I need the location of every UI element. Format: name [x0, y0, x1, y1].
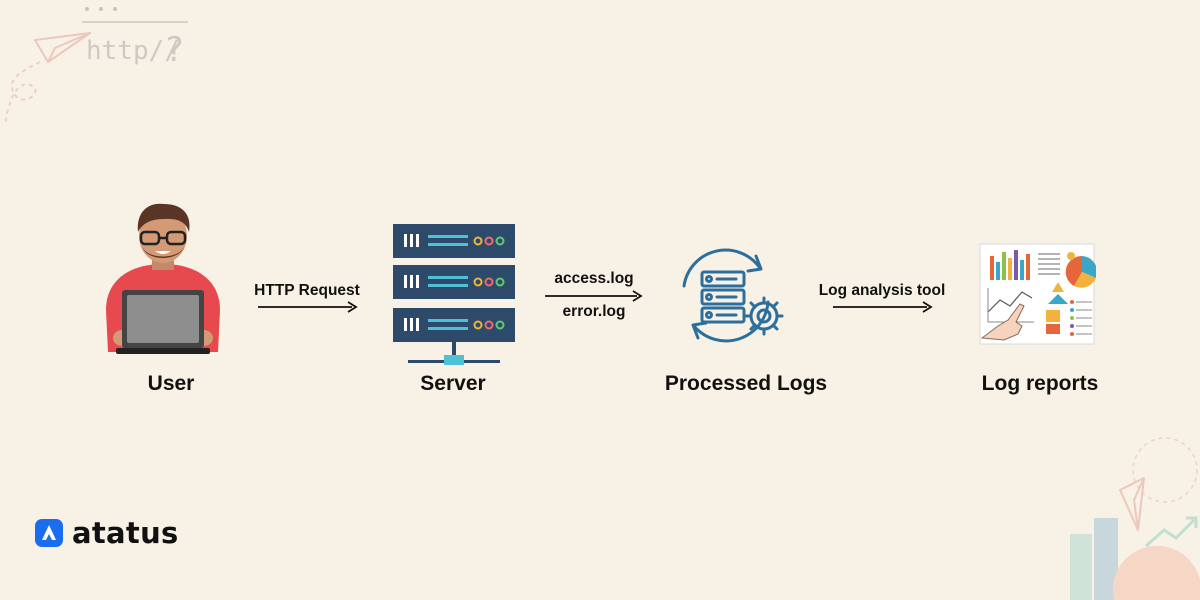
bottom-right-decoration [1070, 437, 1200, 600]
server-rack-icon [393, 224, 515, 365]
edge-label-http-request: HTTP Request [254, 282, 360, 299]
brand-logo: atatus [34, 516, 179, 550]
report-dashboard-icon [979, 243, 1096, 345]
paper-plane-icon [34, 32, 91, 63]
edge-label-access-log: access.log [554, 270, 634, 287]
atatus-logo-icon [35, 519, 63, 547]
person-with-laptop-icon [106, 203, 220, 354]
node-label-server: Server [420, 372, 486, 395]
http-decoration-text: http// [86, 36, 180, 66]
brand-name: atatus [72, 516, 179, 550]
log-processing-icon [682, 248, 784, 343]
server-unit [393, 308, 515, 342]
edge-label-error-log: error.log [562, 303, 626, 320]
arrow-right-icon [258, 301, 358, 313]
node-label-log-reports: Log reports [981, 372, 1099, 395]
arrow-right-icon [545, 290, 643, 302]
arrow-right-icon [833, 301, 933, 313]
question-decoration-text: ? [164, 30, 185, 70]
server-unit [393, 265, 515, 299]
server-unit [393, 224, 515, 258]
paper-plane-icon [1119, 477, 1145, 531]
node-label-user: User [147, 372, 195, 395]
edge-label-log-analysis-tool: Log analysis tool [818, 282, 946, 299]
top-left-decoration [4, 7, 188, 126]
node-label-processed-logs: Processed Logs [664, 372, 828, 395]
